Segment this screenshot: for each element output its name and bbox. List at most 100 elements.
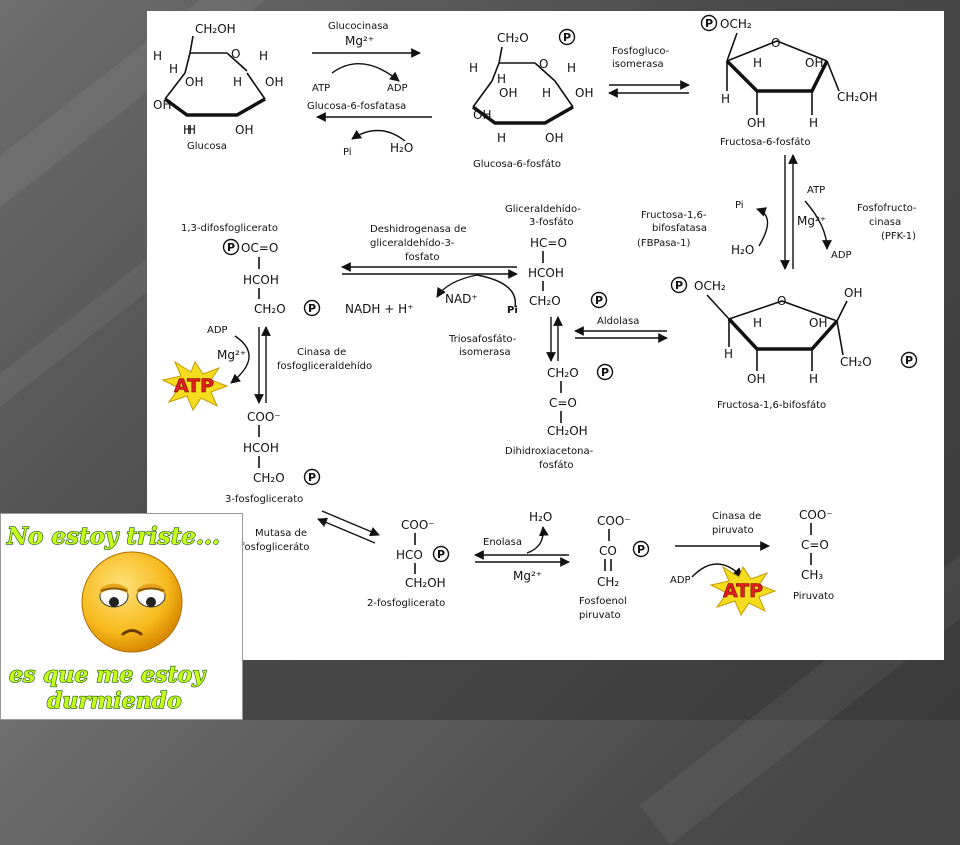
3-phosphoglycerate: COO⁻ HCOH CH₂O 3-fosfoglicerato: [225, 410, 321, 505]
svg-text:NAD⁺: NAD⁺: [445, 292, 478, 306]
svg-text:OH: OH: [499, 86, 517, 100]
svg-text:Enolasa: Enolasa: [483, 537, 522, 548]
svg-text:OH: OH: [805, 56, 823, 70]
svg-text:H: H: [169, 62, 178, 76]
svg-text:OH: OH: [153, 98, 171, 112]
sticker-bottom-text-2: durmiendo: [47, 688, 182, 714]
svg-text:ADP: ADP: [387, 83, 408, 94]
svg-text:COO⁻: COO⁻: [799, 508, 833, 522]
svg-text:Pi: Pi: [735, 200, 744, 211]
svg-text:O: O: [777, 294, 786, 308]
svg-text:Mg²⁺: Mg²⁺: [217, 348, 246, 362]
atp-burst: ATP: [162, 361, 228, 411]
svg-text:CO: CO: [599, 544, 617, 558]
sticker-top-text: No estoy triste...: [6, 523, 220, 550]
pyruvate: COO⁻ C=O CH₃ Piruvato: [793, 508, 834, 602]
svg-text:H: H: [724, 347, 733, 361]
svg-text:OCH₂: OCH₂: [720, 17, 752, 31]
svg-text:fosfogliceráto: fosfogliceráto: [241, 541, 309, 553]
svg-text:Cinasa de: Cinasa de: [712, 511, 761, 522]
svg-text:CH₂O: CH₂O: [254, 302, 286, 316]
svg-text:Cinasa de: Cinasa de: [297, 347, 346, 358]
svg-text:H: H: [259, 49, 268, 63]
glyceraldehyde-3-phosphate: Gliceraldehído- 3-fosfáto HC=O HCOH CH₂O: [505, 203, 608, 309]
svg-text:OCH₂: OCH₂: [694, 279, 726, 293]
svg-text:H: H: [809, 372, 818, 386]
svg-text:HCO: HCO: [396, 548, 423, 562]
glucose-label: Glucosa: [187, 141, 227, 152]
svg-text:CH₂OH: CH₂OH: [405, 576, 446, 590]
svg-text:piruvato: piruvato: [579, 610, 621, 621]
svg-text:H₂O: H₂O: [731, 243, 754, 257]
svg-text:Dihidroxiacetona-: Dihidroxiacetona-: [505, 446, 594, 457]
svg-text:CH₂O: CH₂O: [547, 366, 579, 380]
svg-text:CH₂O: CH₂O: [529, 294, 561, 308]
f6p-label: Fructosa-6-fosfáto: [720, 136, 810, 148]
pyruvate-kinase-reaction: Cinasa de piruvato ADP ATP: [670, 511, 776, 616]
svg-text:(FBPasa-1): (FBPasa-1): [637, 238, 691, 249]
svg-text:ADP: ADP: [670, 575, 691, 586]
svg-text:isomerasa: isomerasa: [612, 59, 664, 70]
svg-text:CH₂O: CH₂O: [497, 31, 529, 45]
g6p-label: Glucosa-6-fosfáto: [473, 158, 561, 170]
svg-text:Piruvato: Piruvato: [793, 591, 834, 602]
triosephosphate-isomerase: Triosafosfáto- isomerasa: [448, 316, 563, 362]
f16bp-label: Fructosa-1,6-bifosfáto: [717, 399, 826, 411]
svg-text:ATP: ATP: [723, 580, 763, 602]
svg-text:bifosfatasa: bifosfatasa: [652, 223, 707, 234]
phosphoglycerate-mutase: Mutasa de fosfogliceráto: [241, 510, 380, 553]
svg-text:Gliceraldehído-: Gliceraldehído-: [505, 203, 581, 215]
svg-text:ADP: ADP: [831, 250, 852, 261]
svg-text:ATP: ATP: [174, 375, 214, 397]
phosphoglucoisomerase-reaction: Fosfogluco- isomerasa: [608, 46, 690, 98]
svg-text:HCOH: HCOH: [528, 266, 564, 280]
svg-text:OC=O: OC=O: [241, 241, 278, 255]
svg-text:H: H: [497, 72, 506, 86]
svg-text:H: H: [753, 316, 762, 330]
2-phosphoglycerate: COO⁻ HCO CH₂OH 2-fosfoglicerato: [367, 518, 450, 609]
svg-text:H: H: [153, 49, 162, 63]
svg-text:gliceraldehído-3-: gliceraldehído-3-: [370, 237, 455, 249]
sleepy-face-sticker: No estoy triste... es que me estoy durmi…: [0, 513, 243, 720]
svg-text:3-fosfoglicerato: 3-fosfoglicerato: [225, 494, 303, 505]
svg-text:isomerasa: isomerasa: [459, 347, 511, 358]
glucose-ch2oh: CH₂OH: [195, 22, 236, 36]
svg-text:CH₂O: CH₂O: [253, 471, 285, 485]
svg-text:H: H: [753, 56, 762, 70]
svg-text:OH: OH: [747, 372, 765, 386]
svg-text:OH: OH: [545, 131, 563, 145]
svg-text:Mg²⁺: Mg²⁺: [513, 569, 542, 583]
svg-text:CH₃: CH₃: [801, 568, 823, 582]
svg-text:H: H: [542, 86, 551, 100]
svg-text:Glucosa-6-fosfatasa: Glucosa-6-fosfatasa: [307, 101, 406, 112]
svg-text:H: H: [809, 116, 818, 130]
svg-text:Aldolasa: Aldolasa: [597, 316, 639, 327]
svg-text:ATP: ATP: [807, 185, 825, 196]
svg-text:Pi: Pi: [343, 147, 352, 158]
svg-text:H: H: [183, 123, 192, 137]
svg-text:cinasa: cinasa: [869, 217, 901, 228]
svg-text:OH: OH: [575, 86, 593, 100]
svg-text:CH₂OH: CH₂OH: [837, 90, 878, 104]
svg-text:fosfáto: fosfáto: [539, 459, 574, 471]
svg-text:1,3-difosfoglicerato: 1,3-difosfoglicerato: [181, 223, 278, 234]
svg-text:OH: OH: [473, 108, 491, 122]
svg-text:Mutasa de: Mutasa de: [255, 528, 307, 539]
svg-text:H: H: [567, 61, 576, 75]
svg-text:COO⁻: COO⁻: [401, 518, 435, 532]
svg-text:H₂O: H₂O: [529, 510, 552, 524]
svg-text:OH: OH: [235, 123, 253, 137]
gapdh-reaction: Deshidrogenasa de gliceraldehído-3- fosf…: [341, 224, 518, 316]
svg-text:(PFK-1): (PFK-1): [881, 231, 916, 242]
svg-text:OH: OH: [809, 316, 827, 330]
svg-text:3-fosfáto: 3-fosfáto: [529, 216, 574, 228]
1-3-bisphosphoglycerate: 1,3-difosfoglicerato OC=O HCOH CH₂O: [181, 223, 321, 317]
svg-text:fosfogliceraldehído: fosfogliceraldehído: [277, 360, 372, 372]
svg-text:O: O: [231, 47, 240, 61]
svg-text:O: O: [539, 57, 548, 71]
svg-text:H: H: [233, 75, 242, 89]
